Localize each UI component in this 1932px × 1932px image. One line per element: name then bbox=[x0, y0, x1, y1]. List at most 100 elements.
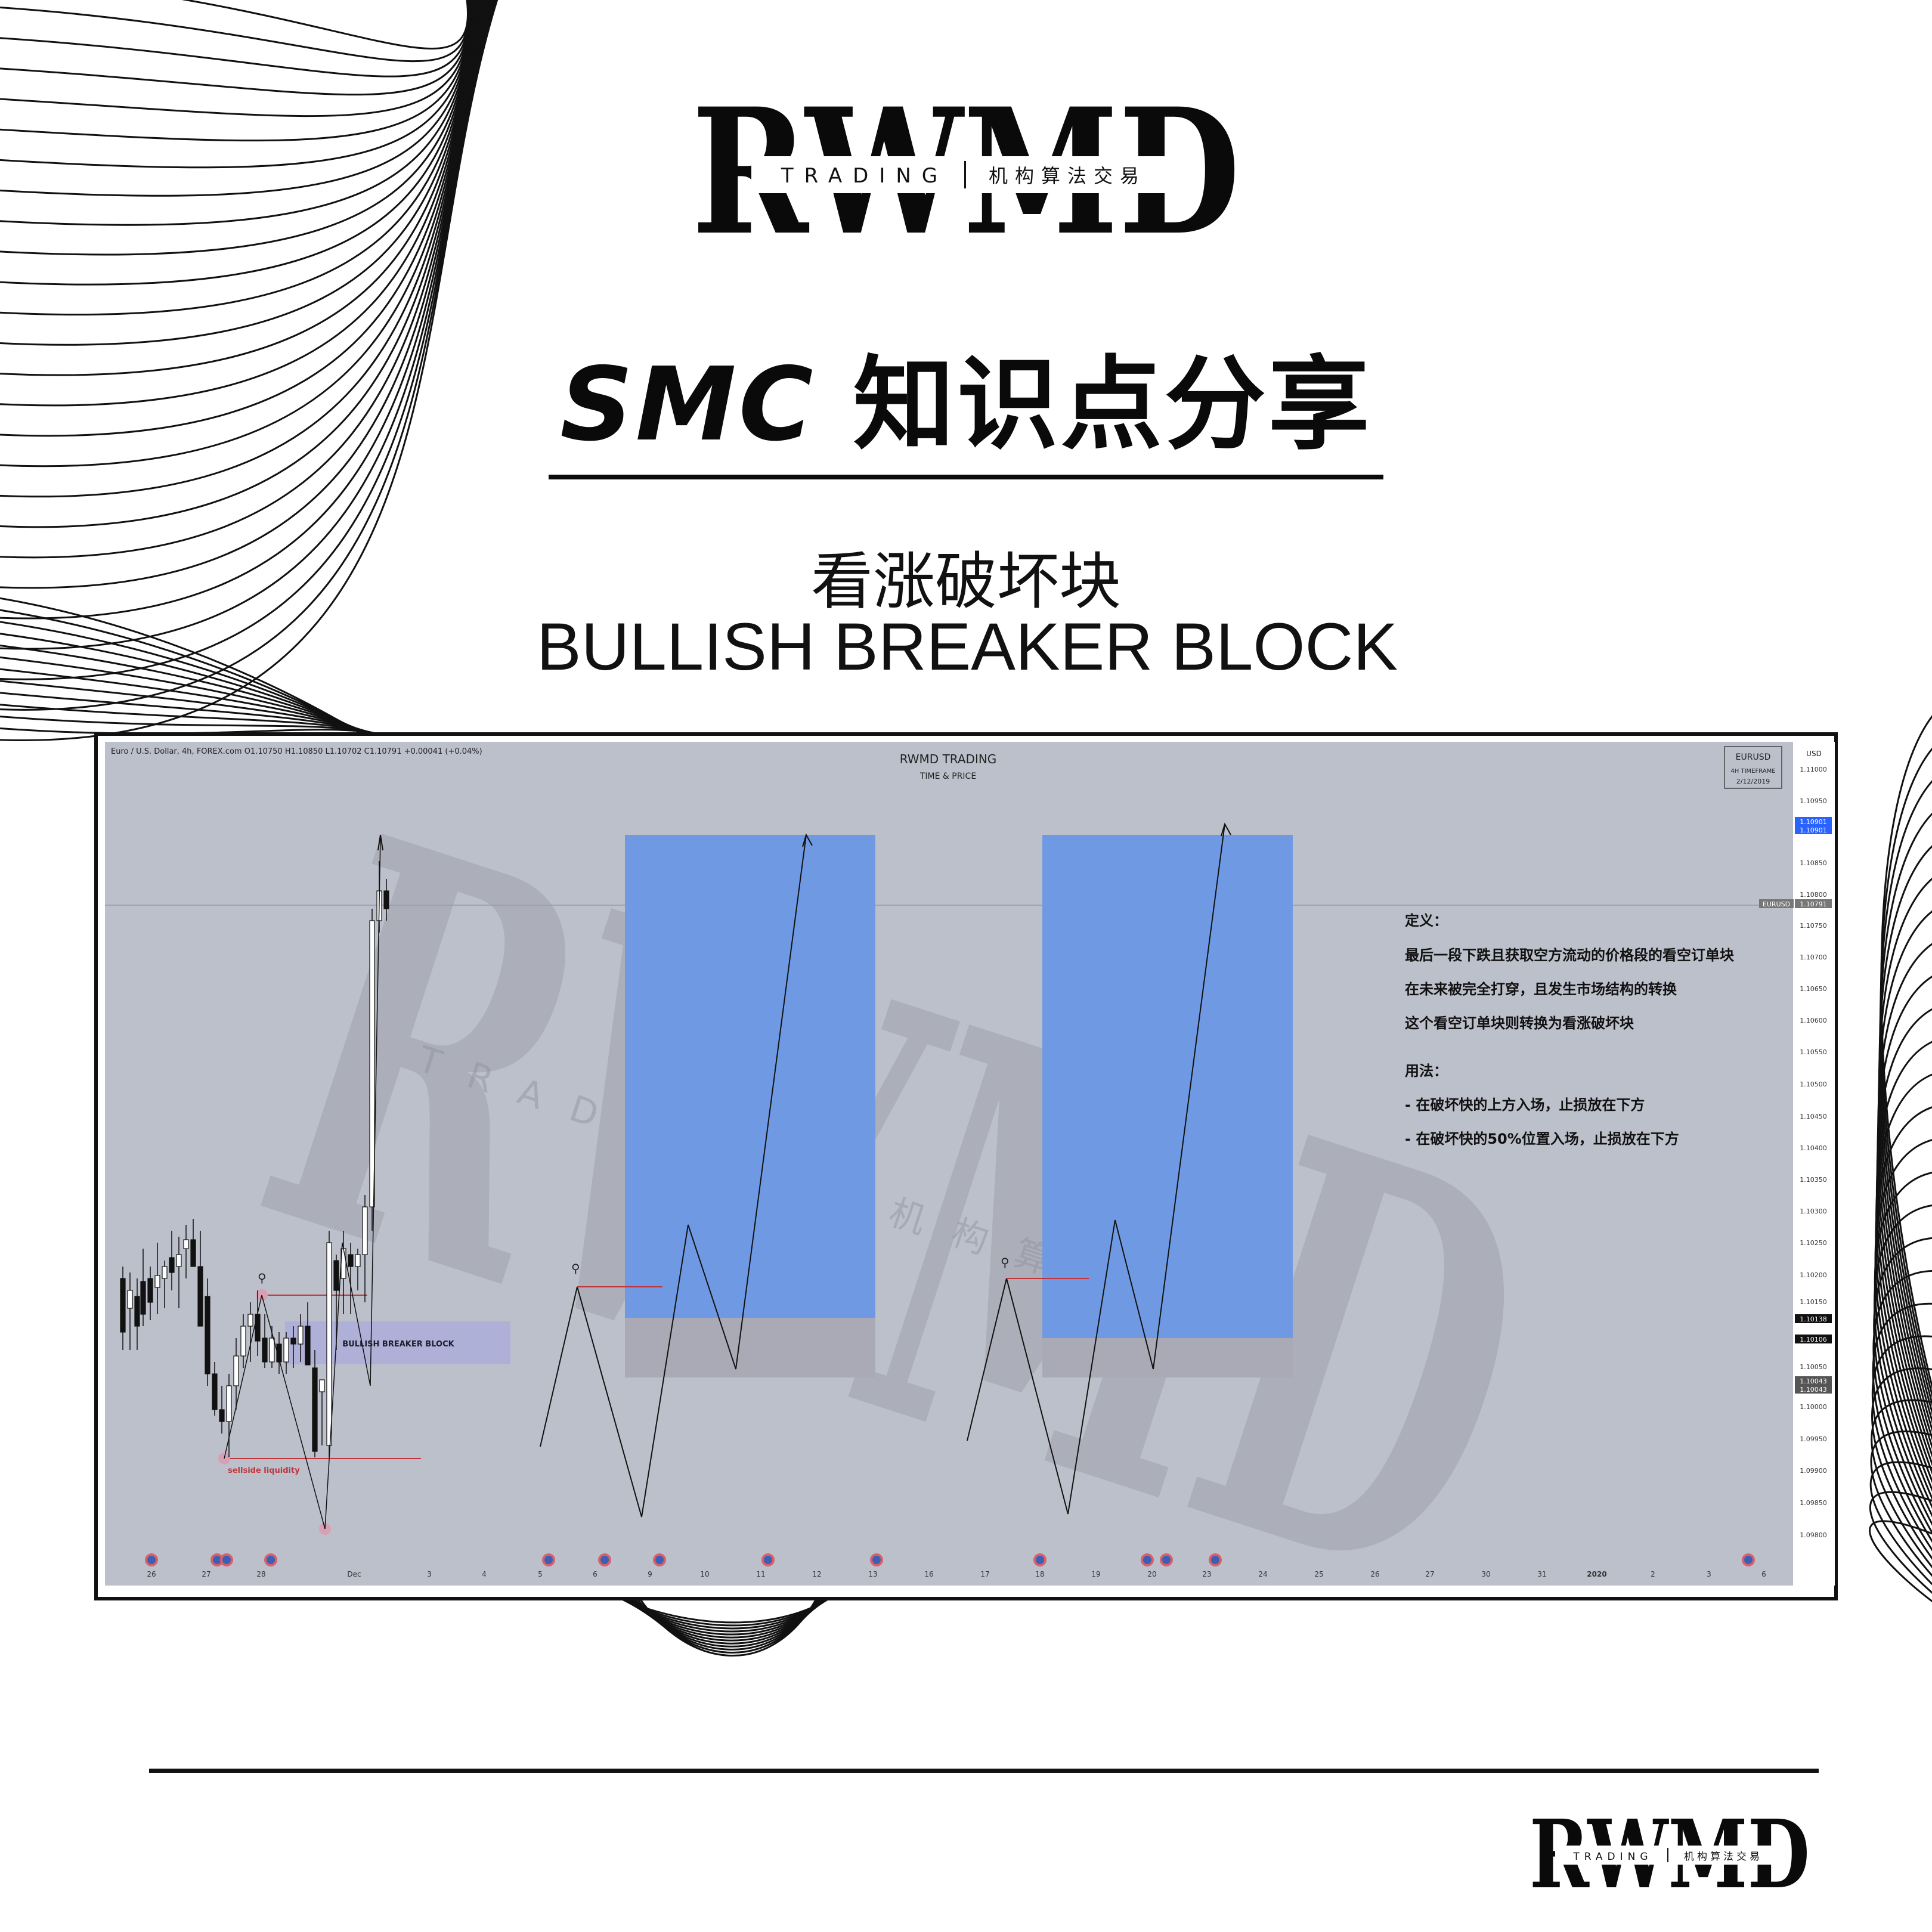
candle-body bbox=[355, 1254, 361, 1267]
subtitle-chinese: 看涨破坏块 bbox=[810, 545, 1121, 618]
date-tick: 27 bbox=[202, 1570, 210, 1578]
candle-body bbox=[290, 1337, 296, 1345]
price-tag bbox=[1759, 899, 1794, 908]
candle-body bbox=[197, 1266, 203, 1327]
price-tick: 1.10450 bbox=[1800, 1113, 1827, 1120]
candle-body bbox=[183, 1239, 189, 1249]
date-tick: 27 bbox=[1425, 1570, 1434, 1578]
scale-layer: USD1.110001.109501.109011.109011.108501.… bbox=[145, 750, 1832, 1578]
info-box bbox=[1724, 746, 1782, 789]
date-tick: 31 bbox=[1537, 1570, 1546, 1578]
date-tick: 24 bbox=[1258, 1570, 1267, 1578]
background-curve bbox=[181, 0, 469, 49]
price-tick: 1.10250 bbox=[1800, 1239, 1827, 1247]
swing-lines-layer bbox=[224, 822, 1231, 1530]
price-tick: 1.10850 bbox=[1800, 859, 1827, 867]
date-tick: 9 bbox=[648, 1570, 652, 1578]
background-curve bbox=[0, 0, 496, 680]
candle-body bbox=[319, 1379, 325, 1392]
event-marker-inner bbox=[600, 1556, 609, 1564]
background-curve bbox=[1869, 1461, 1932, 1586]
price-tick: 1.10400 bbox=[1800, 1144, 1827, 1152]
date-tick: 30 bbox=[1481, 1570, 1490, 1578]
candle-body bbox=[120, 1278, 126, 1333]
candle-body bbox=[283, 1337, 289, 1363]
price-tick: 1.10950 bbox=[1800, 797, 1827, 805]
price-tick: 1.10106 bbox=[1800, 1336, 1827, 1343]
price-tick: 1.10350 bbox=[1800, 1176, 1827, 1184]
logo-sub-right: 机构算法交易 bbox=[989, 165, 1146, 187]
date-tick: 19 bbox=[1091, 1570, 1100, 1578]
blue-target-zone-2 bbox=[1042, 835, 1293, 1338]
chart-center-title: RWMD TRADING bbox=[900, 752, 997, 766]
price-tag-label: EURUSD bbox=[1763, 900, 1790, 908]
candle-body bbox=[169, 1257, 175, 1273]
background-curve bbox=[0, 0, 475, 197]
background-curve bbox=[1880, 715, 1932, 1390]
chart-center-subtitle: TIME & PRICE bbox=[919, 772, 976, 781]
idea-icon: ⚲ bbox=[1001, 1255, 1010, 1270]
price-tag bbox=[1795, 1335, 1832, 1343]
event-marker-inner bbox=[764, 1556, 772, 1564]
background-curve bbox=[0, 0, 470, 78]
page-title: SMC 知识点分享 bbox=[549, 322, 1383, 469]
breaker-block-1 bbox=[625, 1318, 875, 1377]
usage-title: 用法： bbox=[1405, 1063, 1448, 1079]
candle-body bbox=[127, 1290, 133, 1309]
background-curve bbox=[0, 0, 499, 741]
price-tag bbox=[1795, 899, 1832, 908]
candle-body bbox=[233, 1355, 239, 1386]
logo-sub-left: TRADING bbox=[781, 164, 948, 188]
event-marker-inner bbox=[1162, 1556, 1171, 1564]
price-tick: 1.10550 bbox=[1800, 1048, 1827, 1056]
usage-line: - 在破坏快的50%位置入场，止损放在下方 bbox=[1405, 1131, 1679, 1147]
date-tick: 11 bbox=[756, 1570, 765, 1578]
candle-body bbox=[362, 1206, 368, 1255]
schematic-swing-2 bbox=[967, 823, 1225, 1515]
background-curve bbox=[0, 727, 400, 741]
price-scale[interactable] bbox=[1793, 742, 1835, 1586]
definition-line: 最后一段下跌且获取空方流动的价格段的看空订单块 bbox=[1405, 947, 1734, 964]
date-tick: 26 bbox=[147, 1570, 156, 1578]
zones-layer bbox=[105, 835, 1793, 1535]
background-curve bbox=[1871, 1367, 1932, 1560]
event-marker-inner bbox=[1744, 1556, 1753, 1564]
price-tag bbox=[1795, 825, 1832, 834]
background-curve bbox=[1869, 1520, 1932, 1603]
idea-icon: ⚲ bbox=[258, 1271, 267, 1285]
definition-line: 在未来被完全打穿，且发生市场结构的转换 bbox=[1405, 981, 1677, 998]
date-tick: 6 bbox=[593, 1570, 597, 1578]
rwmd-logo-bottom: RWMD TRADING 机构算法交易 bbox=[1530, 1816, 1810, 1893]
candle-body bbox=[255, 1314, 261, 1342]
price-tick: 1.10000 bbox=[1800, 1403, 1827, 1411]
price-tick: 1.10138 bbox=[1800, 1315, 1827, 1323]
candle-body bbox=[219, 1409, 225, 1422]
usage-line: - 在破坏快的上方入场，止损放在下方 bbox=[1405, 1097, 1645, 1113]
price-tick: 1.10500 bbox=[1800, 1080, 1827, 1088]
candle-body bbox=[326, 1242, 332, 1446]
candle-body bbox=[262, 1337, 268, 1363]
candle-body bbox=[305, 1326, 311, 1366]
date-tick: 17 bbox=[980, 1570, 989, 1578]
price-tick: 1.09900 bbox=[1800, 1467, 1827, 1475]
currency-label: USD bbox=[1806, 750, 1822, 758]
arrow-head bbox=[377, 834, 383, 851]
price-tick: 1.10700 bbox=[1800, 953, 1827, 961]
subtitle-english: BULLISH BREAKER BLOCK bbox=[537, 609, 1398, 684]
definition-title: 定义： bbox=[1405, 912, 1448, 929]
info-symbol: EURUSD bbox=[1736, 753, 1771, 762]
arrow-head bbox=[1221, 822, 1231, 837]
breaker-zone-label: BULLISH BREAKER BLOCK bbox=[342, 1340, 454, 1349]
date-tick: 2020 bbox=[1587, 1570, 1606, 1578]
candle-body bbox=[383, 890, 389, 909]
background-curve bbox=[0, 0, 469, 63]
price-tick: 1.10200 bbox=[1800, 1271, 1827, 1279]
date-tick: 3 bbox=[1707, 1570, 1711, 1578]
real-swing-line bbox=[224, 837, 381, 1530]
date-tick: 2 bbox=[1651, 1570, 1655, 1578]
event-marker-inner bbox=[1211, 1556, 1219, 1564]
background-curve bbox=[0, 0, 497, 711]
background-curve bbox=[1870, 1431, 1932, 1577]
background-curve bbox=[1869, 1491, 1932, 1594]
